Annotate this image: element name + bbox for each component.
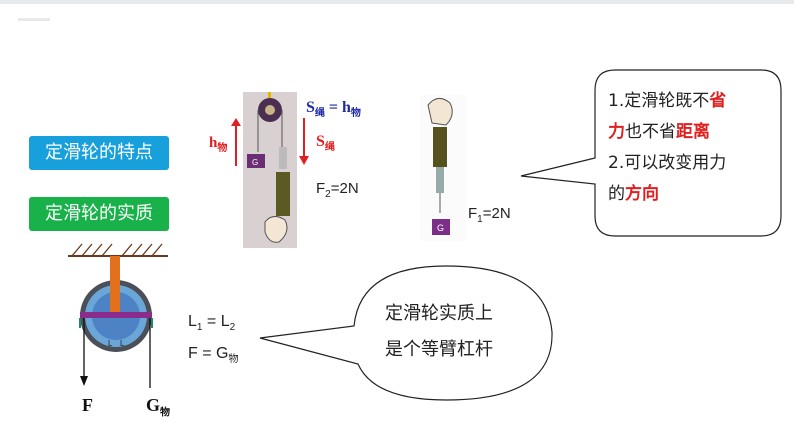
experiment-photo-1: G (243, 92, 297, 248)
pulley-g-label: G物 (146, 395, 171, 419)
callout-bubble-1 (520, 69, 782, 237)
callout-1-text: 1.定滑轮既不省 力也不省距离 2.可以改变用力 的方向 (608, 91, 727, 204)
experiment-photo-2: G (420, 95, 466, 241)
pulley-f-label: F (82, 395, 93, 415)
formula-l1-l2: L1 = L2 (188, 313, 236, 334)
callout-2-text: 定滑轮实质上 是个等臂杠杆 (385, 303, 493, 360)
inner-l2-label: L (120, 339, 125, 348)
callout-bubble-2 (259, 265, 553, 401)
force-f2-label: F2=2N (316, 180, 359, 200)
features-tag: 定滑轮的特点 (29, 136, 169, 170)
experiment-illustration-2: G (427, 98, 453, 235)
s-equals-h-label: S绳 = h物 (306, 99, 361, 120)
top-accent-line (18, 18, 50, 21)
top-bar (0, 0, 794, 4)
force-f1-label: F1=2N (468, 205, 511, 225)
pulley-diagram: L L (68, 243, 168, 388)
weight-g-1: G (252, 158, 258, 167)
formula-f-g: F = G物 (188, 345, 239, 366)
experiment-illustration-1: G (243, 92, 297, 248)
inner-l1-label: L (108, 339, 113, 348)
weight-g-2: G (437, 223, 444, 233)
up-arrow-icon (231, 118, 241, 166)
down-arrow-icon (299, 118, 309, 165)
s-rope-label: S绳 (316, 133, 335, 154)
essence-tag: 定滑轮的实质 (29, 197, 169, 231)
h-object-label: h物 (209, 135, 228, 154)
